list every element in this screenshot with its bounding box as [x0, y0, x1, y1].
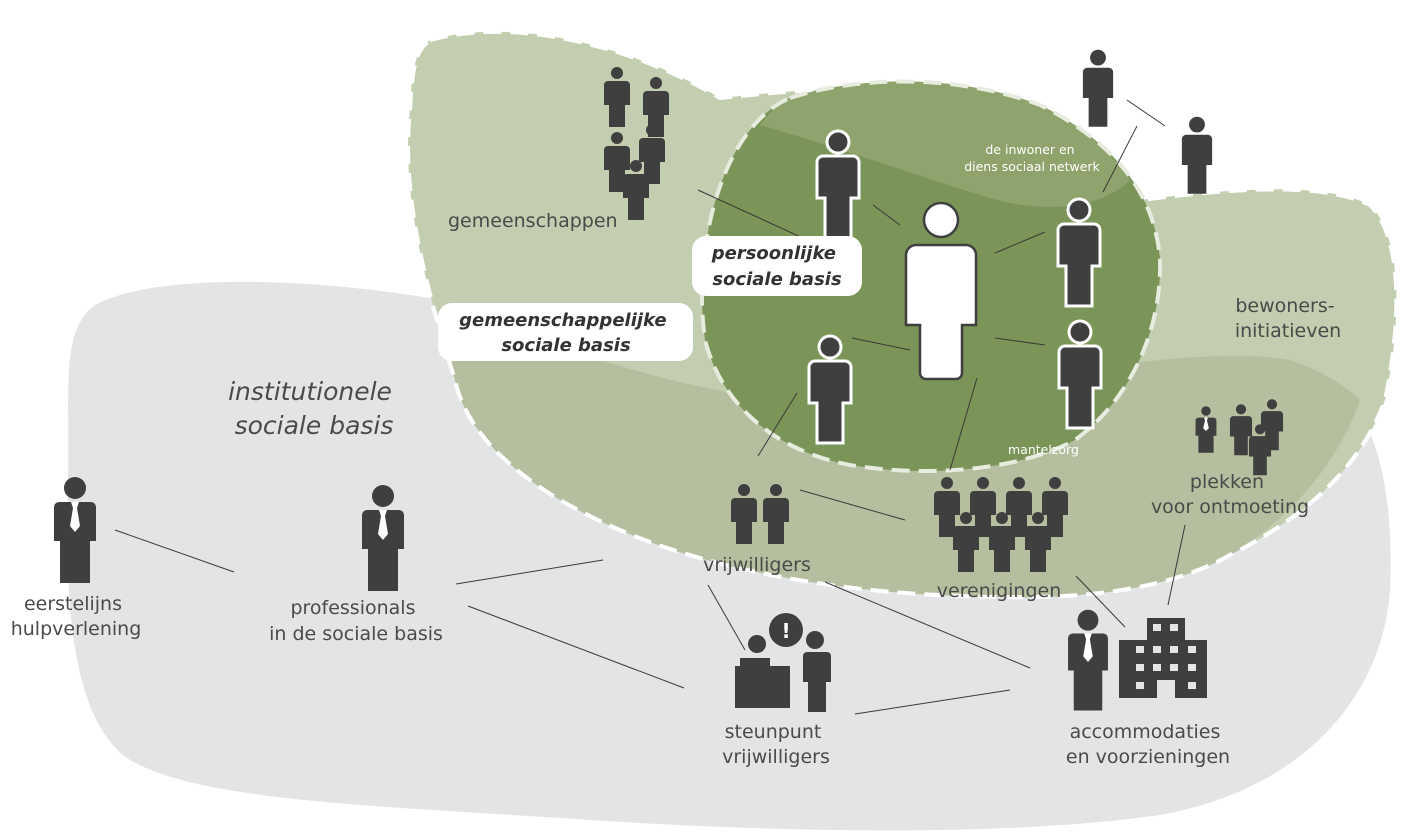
svg-text:persoonlijke sociale bas: persoonlijke sociale basis — [711, 243, 843, 290]
central-person-icon — [904, 201, 978, 381]
vrijwilligers-label: vrijwilligers — [703, 554, 811, 576]
mantelzorg-label: mantelzorg — [1008, 442, 1079, 457]
accommodaties-label: accommodaties en voorzieningen — [1066, 721, 1230, 768]
outside-person-icon — [1181, 116, 1213, 194]
connector-lines — [114, 99, 1186, 715]
inwoner-label: de inwoner en diens sociaal netwerk — [964, 142, 1100, 174]
personal-top-band — [760, 81, 1130, 207]
eerstelijns-label: eerstelijns hulpverlening — [11, 593, 142, 640]
professionals-label: professionals in de sociale basis — [269, 597, 443, 645]
svg-text:gemeenschappelijke socia: gemeenschappelijke sociale basis — [459, 310, 673, 356]
institutional-label: institutionele sociale basis — [228, 377, 400, 440]
help-desk-icon: ! — [735, 613, 831, 712]
gemeenschappen-label: gemeenschappen — [448, 210, 618, 232]
verenigingen-label: verenigingen — [937, 580, 1062, 602]
bewoners-label: bewoners- initiatieven — [1235, 295, 1341, 342]
plekken-label: plekken voor ontmoeting — [1151, 471, 1309, 518]
building-icon — [1119, 618, 1207, 698]
outside-person-icon — [1082, 49, 1114, 127]
communal-label: gemeenschappelijke sociale basis — [438, 303, 693, 361]
personal-label: persoonlijke sociale basis — [692, 236, 862, 296]
svg-text:!: ! — [781, 619, 790, 643]
steunpunt-label: steunpunt vrijwilligers — [722, 721, 830, 768]
